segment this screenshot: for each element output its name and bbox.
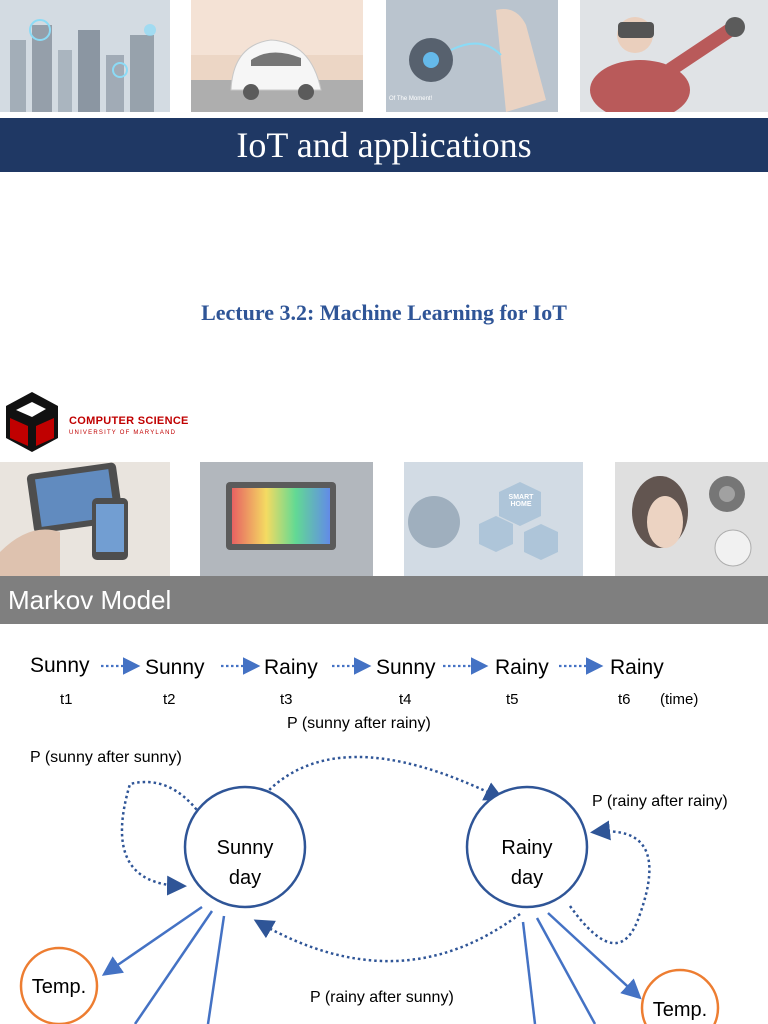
state-rainy-line2: day — [511, 867, 543, 889]
emission-arrow — [521, 921, 537, 1024]
time-label-1: t1 — [60, 691, 73, 708]
emission-arrows — [101, 905, 642, 1024]
title-slide: Of The Moment! IoT and applications Lect… — [0, 0, 768, 576]
sequence-state-3: Rainy — [264, 656, 318, 679]
state-rainy-day — [465, 785, 589, 909]
observation-temp-left — [19, 946, 99, 1024]
transition-sunny-to-sunny — [120, 780, 201, 896]
transition-arrows — [120, 755, 651, 963]
label-rainy-after-sunny: P (rainy after sunny) — [310, 989, 454, 1006]
tablet-phone-photo — [0, 462, 170, 576]
time-label-2: t2 — [163, 691, 176, 708]
presentation-title: IoT and applications — [0, 118, 768, 172]
smart-speaker-photo: Of The Moment! — [386, 0, 558, 112]
emission-arrow — [206, 915, 226, 1024]
logo-department-name: COMPUTER SCIENCE — [69, 415, 189, 427]
state-sunny-line1: Sunny — [217, 837, 274, 859]
lecture-subtitle: Lecture 3.2: Machine Learning for IoT — [201, 300, 567, 325]
time-label-6: t6 — [618, 691, 631, 708]
smart-home-photo: SMART HOME — [404, 462, 583, 576]
time-axis-label: (time) — [660, 691, 698, 708]
emission-arrow — [535, 917, 597, 1024]
time-label-3: t3 — [280, 691, 293, 708]
sequence-state-4: Sunny — [376, 656, 436, 679]
heatmap-tablet-photo — [200, 462, 373, 576]
emission-arrow — [133, 910, 214, 1024]
markov-diagram: Sunny Sunny Rainy Sunny Rainy Rainy t1 t… — [19, 654, 728, 1024]
smart-city-photo — [0, 0, 170, 112]
sequence-state-2: Sunny — [145, 656, 205, 679]
vr-headset-photo — [580, 0, 768, 112]
emission-arrow — [547, 912, 642, 1000]
observation-temp-left-label: Temp. — [32, 976, 86, 998]
cube-logo-icon — [6, 392, 58, 452]
emission-arrow — [101, 905, 203, 976]
slide-header: Markov Model — [0, 576, 768, 624]
sequence-state-1: Sunny — [30, 654, 90, 677]
sequence-state-5: Rainy — [495, 656, 549, 679]
observation-temp-right — [640, 968, 720, 1024]
photo-caption: Of The Moment! — [389, 96, 433, 102]
state-sunny-line2: day — [229, 867, 261, 889]
state-rainy-line1: Rainy — [501, 837, 552, 859]
time-label-5: t5 — [506, 691, 519, 708]
label-sunny-after-sunny: P (sunny after sunny) — [30, 749, 182, 766]
time-label-4: t4 — [399, 691, 412, 708]
state-sunny-day — [183, 785, 307, 909]
photo-caption: SMART HOME — [508, 494, 534, 508]
transition-rainy-to-rainy — [568, 820, 651, 945]
self-driving-car-photo — [191, 0, 363, 112]
label-sunny-after-rainy: P (sunny after rainy) — [287, 715, 431, 732]
label-rainy-after-rainy: P (rainy after rainy) — [592, 793, 728, 810]
cs-department-logo: COMPUTER SCIENCE UNIVERSITY OF MARYLAND — [2, 390, 192, 456]
logo-university-name: UNIVERSITY OF MARYLAND — [69, 430, 177, 436]
earbuds-photo — [615, 462, 768, 576]
sequence-state-6: Rainy — [610, 656, 664, 679]
transition-rainy-to-sunny — [253, 912, 521, 963]
observation-temp-right-label: Temp. — [653, 999, 707, 1021]
markov-model-slide: Markov Model Sunny Sunny Rainy Sunny Rai… — [0, 576, 768, 1024]
transition-sunny-to-rainy — [257, 755, 505, 803]
